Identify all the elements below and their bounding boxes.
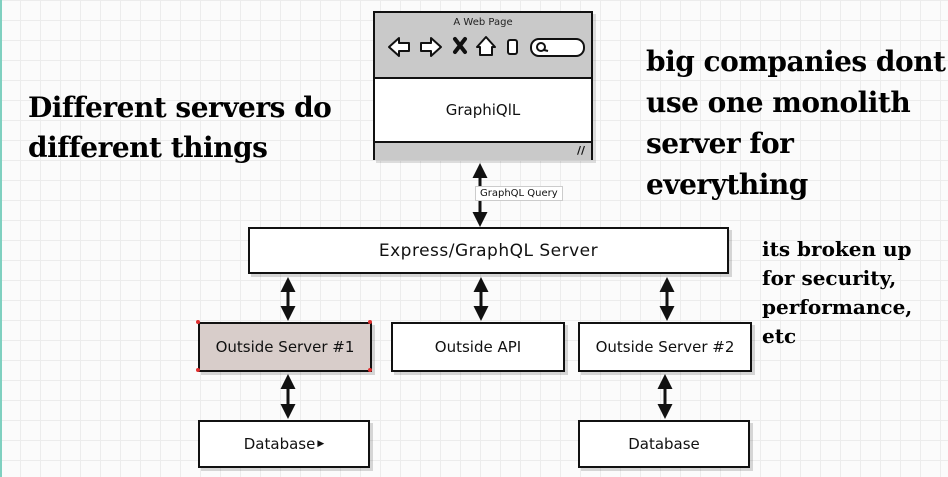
resize-grip-icon: // — [576, 144, 585, 157]
note-line: Different servers do — [28, 91, 332, 124]
browser-title: A Web Page — [453, 17, 513, 28]
note-broken-up: its broken up for security, performance,… — [762, 235, 912, 351]
mouse-cursor-icon: ▶ — [317, 439, 325, 449]
canvas-left-edge — [0, 0, 2, 477]
database-1-label: Database — [243, 435, 316, 453]
selection-handle — [196, 320, 200, 324]
note-line: etc — [762, 324, 797, 348]
note-line: use one monolith — [646, 86, 911, 119]
database-1: Database ▶ — [198, 420, 370, 468]
browser-window: A Web Page GraphiQlL — [373, 11, 593, 160]
browser-status-bar: // — [375, 141, 591, 160]
graphql-query-label: GraphQL Query — [475, 186, 563, 201]
express-graphql-server: Express/GraphQL Server — [248, 227, 729, 274]
home-icon — [476, 36, 496, 56]
note-line: everything — [646, 168, 808, 201]
selection-handle — [368, 320, 372, 324]
note-line: server for — [646, 127, 794, 160]
note-line: for security, — [762, 266, 897, 290]
browser-toolbar: A Web Page — [375, 13, 591, 79]
note-line: big companies dont — [646, 45, 946, 78]
note-line: different things — [28, 131, 268, 164]
outside-server-1: Outside Server #1 — [198, 322, 372, 372]
note-line: performance, — [762, 295, 913, 319]
browser-content: GraphiQlL — [445, 101, 521, 119]
bookmark-icon — [507, 39, 518, 55]
database-2: Database — [578, 420, 750, 468]
forward-arrow-icon — [420, 37, 442, 57]
back-arrow-icon — [388, 37, 410, 57]
browser-toolbar-icons — [388, 36, 585, 57]
note-different-servers: Different servers do different things — [28, 88, 332, 168]
selection-handle — [368, 368, 372, 372]
selection-handle — [196, 368, 200, 372]
outside-api: Outside API — [391, 322, 565, 372]
outside-server-2: Outside Server #2 — [578, 322, 752, 372]
note-line: its broken up — [762, 237, 912, 261]
close-icon — [453, 37, 467, 54]
search-field-icon — [530, 38, 585, 57]
outside-server-1-label: Outside Server #1 — [215, 338, 355, 356]
note-big-companies: big companies dont use one monolith serv… — [646, 41, 946, 205]
